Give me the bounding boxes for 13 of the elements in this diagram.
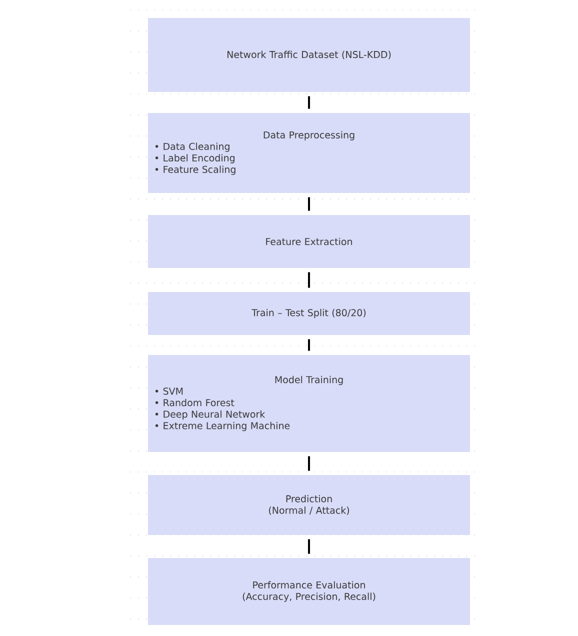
- connector-line: [308, 456, 310, 471]
- process-box: Data Preprocessing • Data Cleaning • Label Encoding • Feature Scaling: [148, 113, 470, 193]
- process-box: Train – Test Split (80/20): [148, 292, 470, 335]
- connector-line: [308, 539, 310, 554]
- process-box: Feature Extraction: [148, 215, 470, 268]
- process-box: Model Training • SVM • Random Forest • Deep Neural Network • Extreme Learning Machine: [148, 355, 470, 452]
- connector-line: [308, 197, 310, 211]
- connector-line: [308, 339, 310, 351]
- connector-line: [308, 96, 310, 109]
- process-box: Performance Evaluation (Accuracy, Precision, Recall): [148, 558, 470, 625]
- connector-line: [308, 272, 310, 288]
- process-box: Prediction (Normal / Attack): [148, 475, 470, 535]
- process-box: Network Traffic Dataset (NSL-KDD): [148, 18, 470, 92]
